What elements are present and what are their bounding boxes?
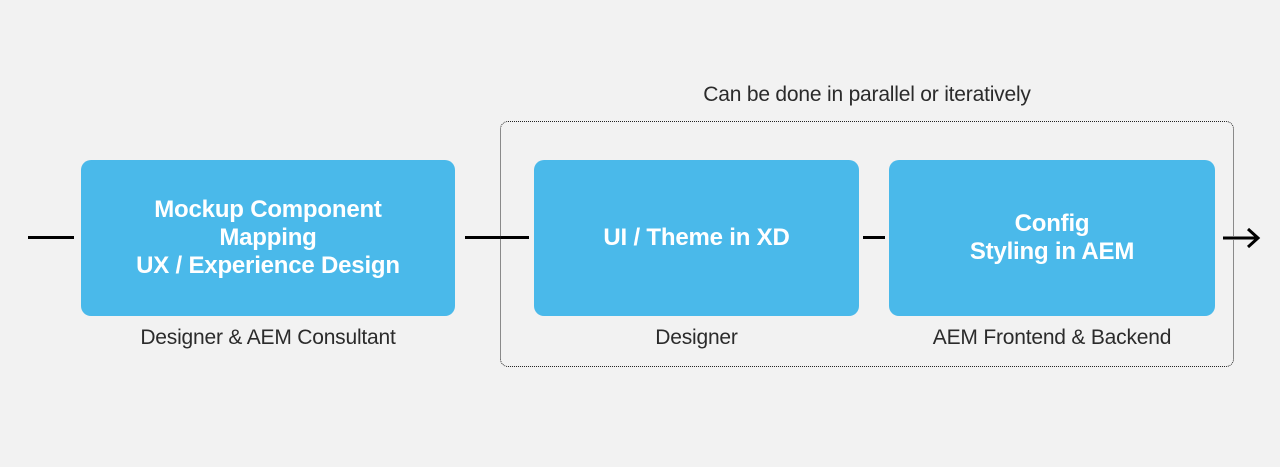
flow-step-title: Mockup Component Mapping UX / Experience…: [136, 196, 400, 280]
connector-line-step1-step2: [465, 236, 529, 239]
flow-step-title-line: Mockup Component: [154, 196, 382, 223]
incoming-connector-line: [28, 236, 74, 239]
flow-step-title-line: Config: [1014, 210, 1090, 237]
flow-step-config-styling-in-aem: Config Styling in AEM: [889, 160, 1215, 316]
connector-line-step2-step3: [863, 236, 885, 239]
flow-step-title-line: Mapping: [219, 224, 317, 251]
parallel-group-frame: [500, 121, 1234, 367]
role-label-aem-frontend-backend: AEM Frontend & Backend: [932, 326, 1172, 349]
flow-step-title-line: UI / Theme in XD: [603, 224, 790, 251]
flow-step-ui-theme-in-xd: UI / Theme in XD: [534, 160, 859, 316]
flow-step-title-line: UX / Experience Design: [136, 252, 400, 279]
flow-step-title: Config Styling in AEM: [969, 210, 1135, 266]
flow-step-mockup-component-mapping: Mockup Component Mapping UX / Experience…: [81, 160, 455, 316]
flow-step-title: UI / Theme in XD: [603, 224, 789, 252]
role-label-designer: Designer: [655, 326, 738, 349]
arrow-right-icon: [1223, 227, 1261, 249]
parallel-group-title: Can be done in parallel or iteratively: [703, 83, 1031, 106]
role-label-designer-aem-consultant: Designer & AEM Consultant: [140, 326, 396, 349]
flow-step-title-line: Styling in AEM: [969, 238, 1135, 265]
